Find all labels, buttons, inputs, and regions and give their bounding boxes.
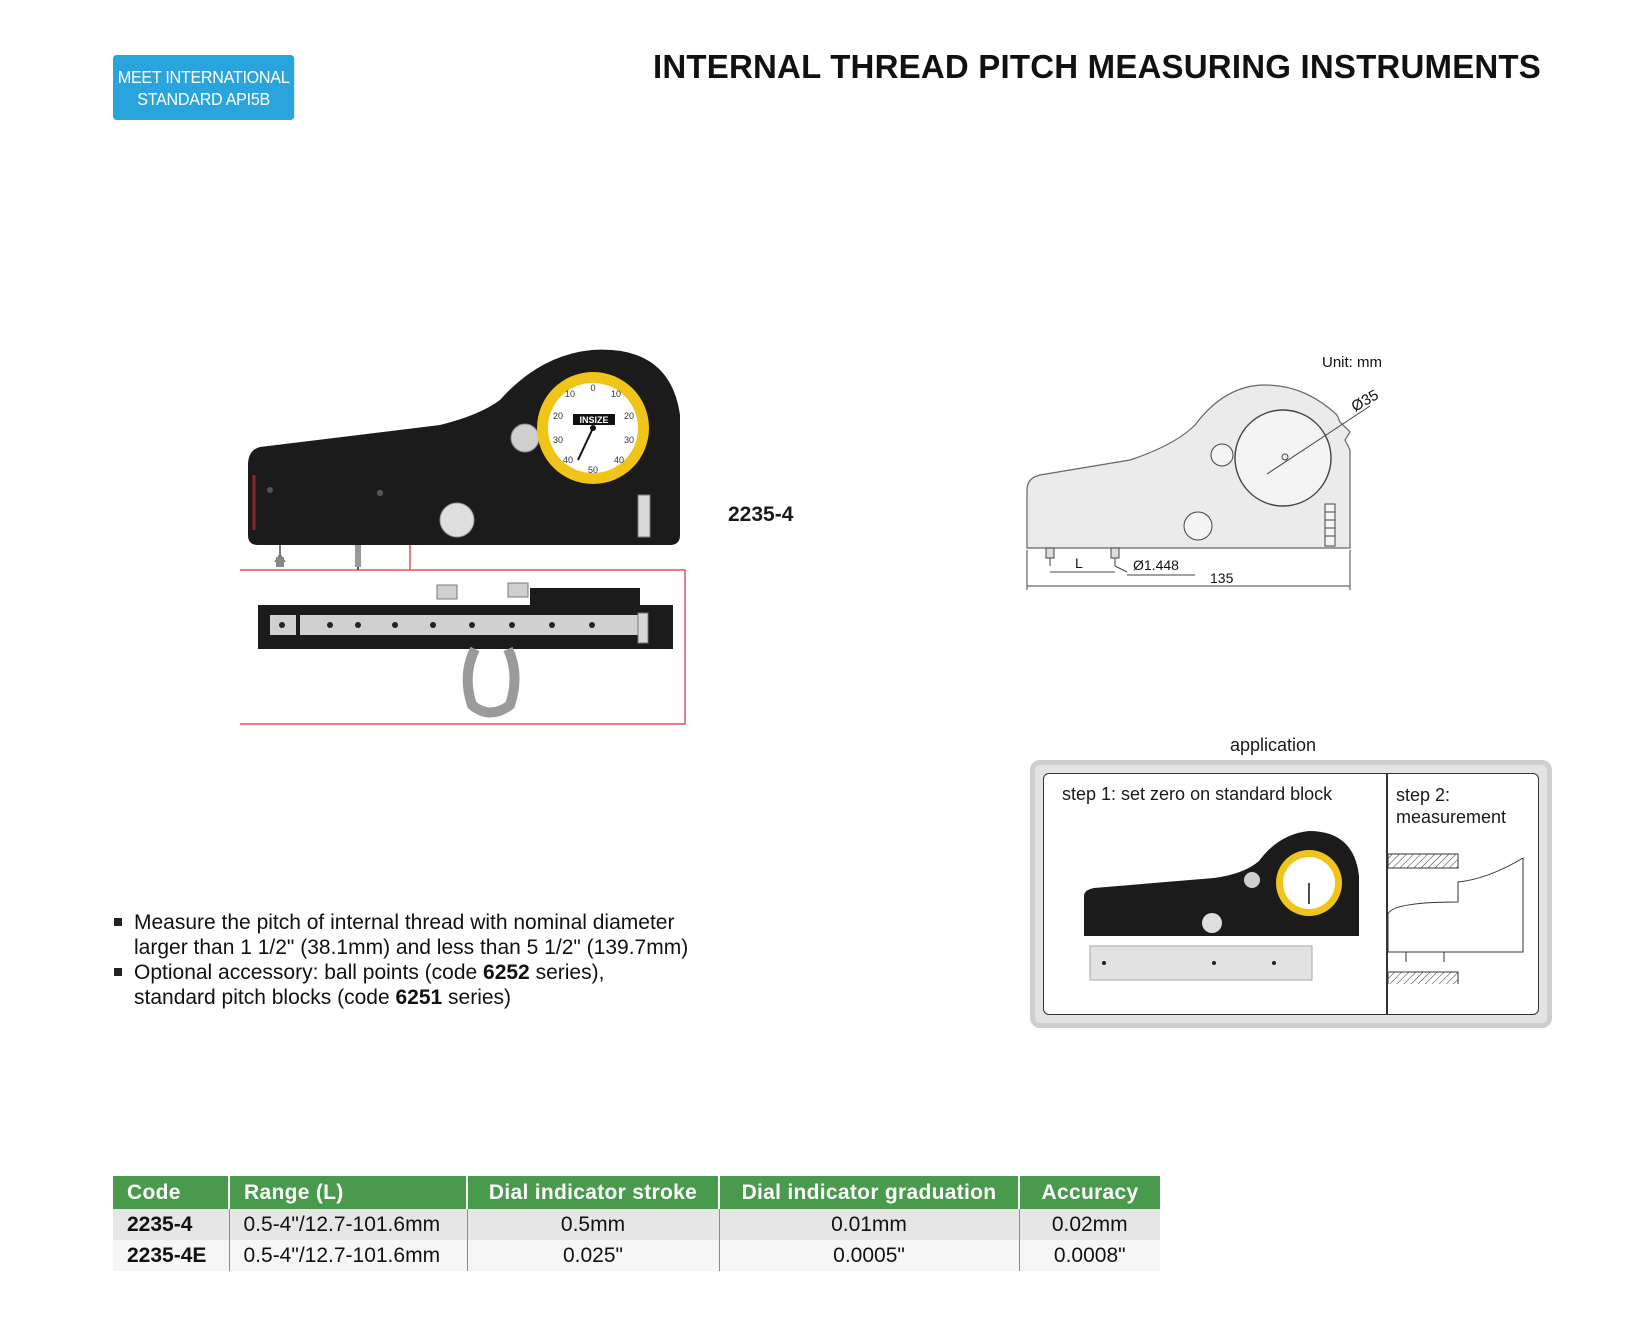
- application-title: application: [1230, 735, 1317, 755]
- step1-image: [1084, 831, 1359, 981]
- dial-num: 10: [611, 389, 621, 399]
- dial-num: 10: [565, 389, 575, 399]
- badge-line1: MEET INTERNATIONAL: [117, 66, 290, 87]
- dial-num: 40: [563, 455, 573, 465]
- dial-num: 30: [553, 435, 563, 445]
- step2-image: [1388, 853, 1524, 984]
- dial-num: 50: [588, 465, 598, 475]
- step1-label: step 1: set zero on standard block: [1062, 784, 1333, 804]
- length-label: 135: [1210, 570, 1234, 586]
- dial-num: 40: [614, 455, 624, 465]
- dia-label: Ø35: [1349, 387, 1382, 416]
- table-row: 2235-4 0.5-4"/12.7-101.6mm 0.5mm 0.01mm …: [113, 1209, 1160, 1240]
- col-accuracy: Accuracy: [1018, 1176, 1160, 1209]
- l-label: L: [1075, 555, 1083, 571]
- feature-list: Measure the pitch of internal thread wit…: [113, 910, 688, 1010]
- page-title: INTERNAL THREAD PITCH MEASURING INSTRUME…: [653, 48, 1541, 85]
- dial-num: 20: [553, 411, 563, 421]
- technical-drawing: Ø35 L Ø1.448 135: [1026, 384, 1382, 590]
- product-model: 2235-4: [728, 503, 794, 526]
- standard-badge: MEET INTERNATIONAL STANDARD API5B: [113, 55, 295, 120]
- dial-num: 20: [624, 411, 634, 421]
- spec-table: Code Range (L) Dial indicator stroke Dia…: [113, 1176, 1160, 1271]
- application-box: step 1: set zero on standard block step …: [1030, 760, 1552, 1028]
- unit-label: Unit: mm: [1322, 354, 1382, 371]
- col-range: Range (L): [228, 1176, 467, 1209]
- dial-num: 0: [590, 383, 595, 393]
- col-graduation: Dial indicator graduation: [718, 1176, 1019, 1209]
- product-photo: INSIZE 0 10 10 20 20 30 30 40 40 50: [240, 349, 686, 725]
- dial-brand: INSIZE: [579, 415, 608, 425]
- table-row: 2235-4E 0.5-4"/12.7-101.6mm 0.025" 0.000…: [113, 1240, 1160, 1271]
- list-item: Optional accessory: ball points (code 62…: [113, 960, 688, 1010]
- list-item: Measure the pitch of internal thread wit…: [113, 910, 688, 960]
- badge-line2: STANDARD API5B: [137, 88, 270, 109]
- tip-label: Ø1.448: [1133, 557, 1179, 573]
- col-code: Code: [113, 1176, 229, 1209]
- step2-label: step 2: measurement: [1396, 785, 1507, 827]
- col-stroke: Dial indicator stroke: [466, 1176, 719, 1209]
- dial-num: 30: [624, 435, 634, 445]
